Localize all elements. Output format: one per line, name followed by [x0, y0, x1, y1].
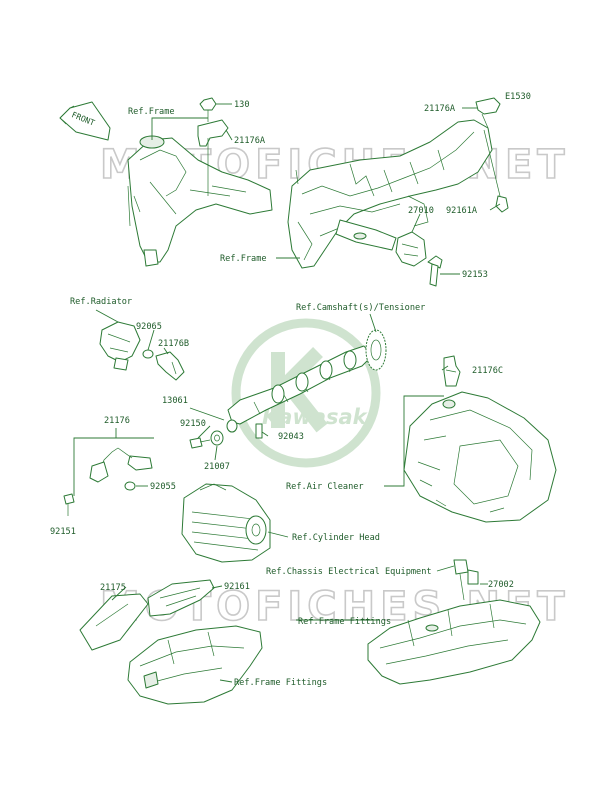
- label-92153: 92153: [462, 270, 488, 280]
- pin-92043-part: [255, 423, 263, 439]
- frame-fittings-right-part: [367, 599, 541, 685]
- front-arrow-icon: FRONT: [59, 101, 111, 141]
- washer-13061-part: [226, 419, 238, 433]
- sensor-21176B-part: [155, 351, 185, 381]
- label-92043: 92043: [278, 432, 304, 442]
- label-27010: 27010: [408, 206, 434, 216]
- label-92150: 92150: [180, 419, 206, 429]
- kawasaki-logo: Kawasaki: [231, 318, 381, 468]
- label-92065: 92065: [136, 322, 162, 332]
- label-21176: 21176: [104, 416, 130, 426]
- bracket-21176-outline: [73, 437, 154, 496]
- air-cleaner-part: [403, 391, 557, 523]
- label-ref-air-cleaner: Ref.Air Cleaner: [286, 482, 364, 492]
- label-ref-frame-fittings-left: Ref.Frame Fittings: [234, 678, 327, 688]
- label-92161A: 92161A: [446, 206, 478, 216]
- sensor-21176A-right-part: [475, 97, 509, 213]
- sensor-21176A-left-part: [197, 119, 229, 196]
- label-13061: 13061: [162, 396, 188, 406]
- rotor-21007-part: [210, 430, 224, 446]
- label-ref-radiator: Ref.Radiator: [70, 297, 132, 307]
- label-92151: 92151: [50, 527, 76, 537]
- label-21176A-right: 21176A: [424, 104, 456, 114]
- bracket-21175-part: [79, 593, 149, 651]
- camshaft-part: [227, 345, 373, 425]
- cam-sprocket-part: [365, 329, 387, 371]
- cylinder-head-part: [181, 483, 271, 563]
- label-ref-frame-mid: Ref.Frame: [220, 254, 267, 264]
- ecu-92161-part: [147, 579, 215, 617]
- logo-text: Kawasaki: [262, 405, 375, 429]
- label-ref-cylinder-head: Ref.Cylinder Head: [292, 533, 380, 543]
- sensor-21176C-part: [443, 355, 461, 387]
- radiator-housing-part: [99, 321, 141, 371]
- sensor-21176-part: [89, 447, 153, 491]
- label-ref-chassis-electrical: Ref.Chassis Electrical Equipment: [266, 567, 432, 577]
- label-27002: 27002: [488, 580, 514, 590]
- label-ref-frame-fittings-right: Ref.Frame Fittings: [298, 617, 391, 627]
- label-92161: 92161: [224, 582, 250, 592]
- connector-27002-part: [453, 559, 479, 601]
- label-ref-frame-top: Ref.Frame: [128, 107, 175, 117]
- label-21175: 21175: [100, 583, 126, 593]
- diagram-code: E1530: [505, 92, 531, 102]
- label-ref-camshaft: Ref.Camshaft(s)/Tensioner: [296, 303, 425, 313]
- bolt-92150-part: [189, 437, 211, 449]
- main-frame-part: [287, 119, 493, 269]
- switch-27010-part: [395, 231, 427, 267]
- label-21176A-left: 21176A: [234, 136, 266, 146]
- leader-lines: [95, 103, 501, 683]
- frame-fittings-left-part: [127, 625, 263, 705]
- label-21007: 21007: [204, 462, 230, 472]
- label-92055: 92055: [150, 482, 176, 492]
- label-21176C: 21176C: [472, 366, 503, 376]
- bolt-92153-part: [427, 255, 443, 287]
- washer-92065-part: [142, 349, 154, 359]
- label-21176B: 21176B: [158, 339, 189, 349]
- frame-headstock-part: [127, 135, 273, 267]
- bolt-92151-part: [63, 493, 75, 516]
- bolt-130-part: [199, 97, 217, 122]
- label-130: 130: [234, 100, 250, 110]
